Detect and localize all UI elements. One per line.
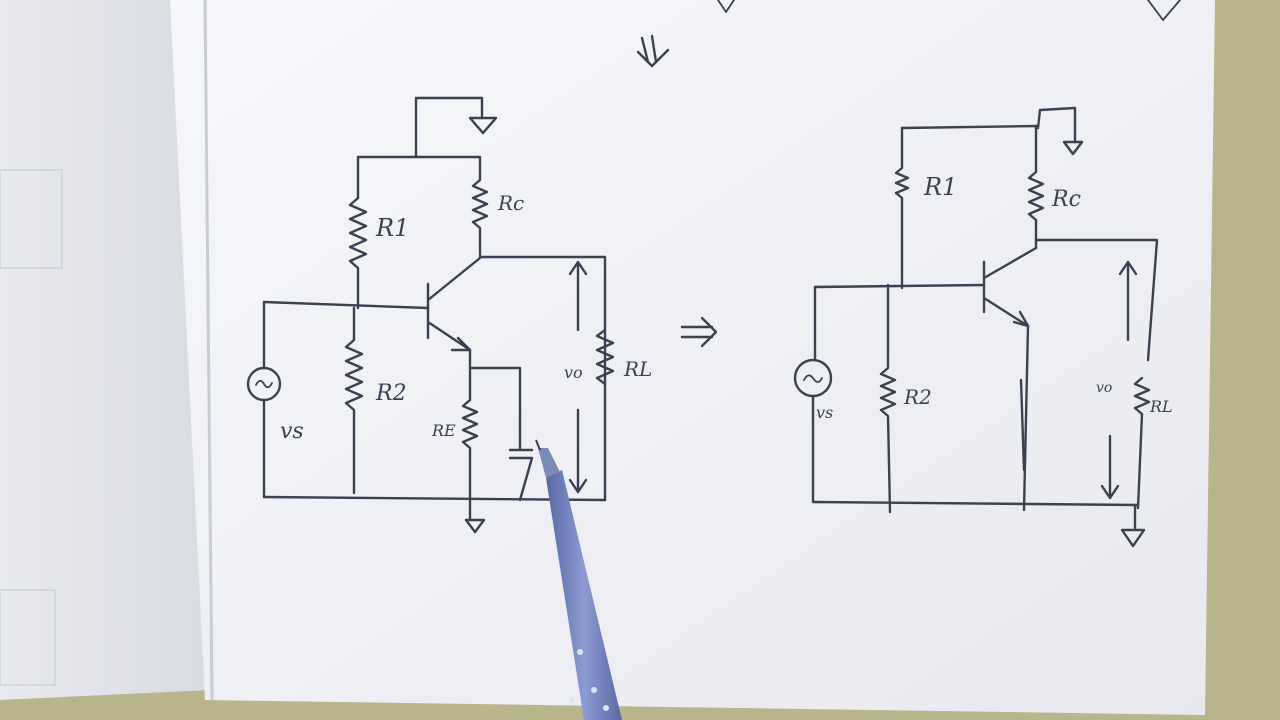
implies-arrow [680,316,718,348]
left-page-faint-writing [0,169,63,686]
right-rl-resistor [1133,376,1151,510]
left-rc-resistor [471,155,489,257]
left-r1-resistor [348,155,368,310]
left-source-sine-icon [255,379,273,389]
right-source-sine-icon [803,374,823,383]
right-vo-arrow-up [1118,260,1138,342]
right-label-r2: R2 [903,385,932,409]
left-rl-resistor [595,328,615,386]
left-re-resistor [461,398,479,502]
right-label-rl: RL [1149,397,1173,416]
paper-shadow [203,0,214,701]
right-label-r1: R1 [923,173,957,201]
left-bottom-ground-icon [464,498,486,534]
right-transistor [982,246,1038,328]
left-label-rc: Rc [497,191,524,215]
left-label-rl: RL [623,357,652,381]
paper-sheet [170,0,1215,715]
left-r2-resistor [344,306,364,495]
right-rc-resistor [1027,124,1045,250]
left-circuit [246,96,615,534]
right-label-vo: vo [1096,380,1112,396]
pen-tip [538,448,560,478]
pen [535,439,622,720]
left-label-vo: vo [564,363,583,382]
left-label-vs: vs [280,419,304,444]
left-vo-arrow-up [568,260,588,332]
left-vo-arrow-down [568,408,588,494]
left-notebook-page [0,0,210,700]
right-label-vs: vs [816,403,833,422]
right-label-rc: Rc [1051,187,1081,212]
pen-body [546,470,622,720]
left-label-r2: R2 [375,381,407,406]
right-bottom-ground-icon [1120,528,1146,548]
left-label-re: RE [431,421,456,440]
right-circuit [793,106,1159,548]
left-transistor [426,256,482,352]
left-top-ground-icon [468,116,498,135]
right-r2-resistor [879,283,897,514]
right-vo-arrow-down [1100,434,1120,500]
right-top-ground-icon [1062,140,1084,156]
top-marks [636,0,1181,68]
left-label-r1: R1 [375,214,409,242]
right-r1-resistor [894,126,910,290]
